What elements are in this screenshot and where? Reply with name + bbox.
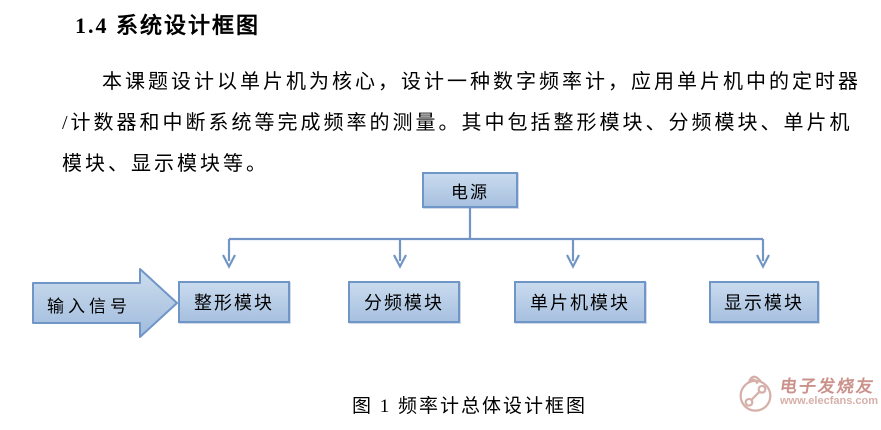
module-box-label: 单片机模块 [530, 293, 630, 313]
body-text-line: 模块、显示模块等。 [62, 153, 269, 175]
module-box-shaping: 整形模块 [178, 281, 290, 323]
module-box-label: 分频模块 [364, 293, 444, 313]
body-paragraph: 本课题设计以单片机为核心，设计一种数字频率计，应用单片机中的定时器 /计数器和中… [62, 62, 861, 185]
watermark-brand: 电子发烧友 [778, 377, 877, 397]
down-arrow-icon [756, 239, 770, 269]
module-box-label: 整形模块 [194, 293, 274, 313]
watermark: 电子发烧友 www.elecfans.com [736, 369, 878, 417]
module-box-divider: 分频模块 [348, 281, 460, 323]
down-arrow-icon [222, 239, 236, 269]
body-text-line: 本课题设计以单片机为核心，设计一种数字频率计，应用单片机中的定时器 [102, 71, 861, 93]
module-box-display: 显示模块 [709, 281, 819, 323]
module-box-mcu: 单片机模块 [514, 281, 646, 323]
elecfans-logo-icon [739, 375, 772, 412]
down-arrow-icon [393, 239, 407, 269]
input-signal-label: 输入信号 [47, 297, 131, 316]
figure-caption: 图 1 频率计总体设计框图 [352, 396, 588, 417]
power-box: 电源 [422, 172, 518, 208]
input-signal-arrow-icon [32, 268, 178, 338]
power-box-label: 电源 [451, 182, 489, 202]
section-heading: 1.4 系统设计框图 [75, 13, 261, 38]
module-box-label: 显示模块 [724, 293, 804, 313]
down-arrow-icon [566, 239, 580, 269]
watermark-url: www.elecfans.com [779, 395, 878, 408]
body-text-line: /计数器和中断系统等完成频率的测量。其中包括整形模块、分频模块、单片机 [62, 112, 853, 134]
